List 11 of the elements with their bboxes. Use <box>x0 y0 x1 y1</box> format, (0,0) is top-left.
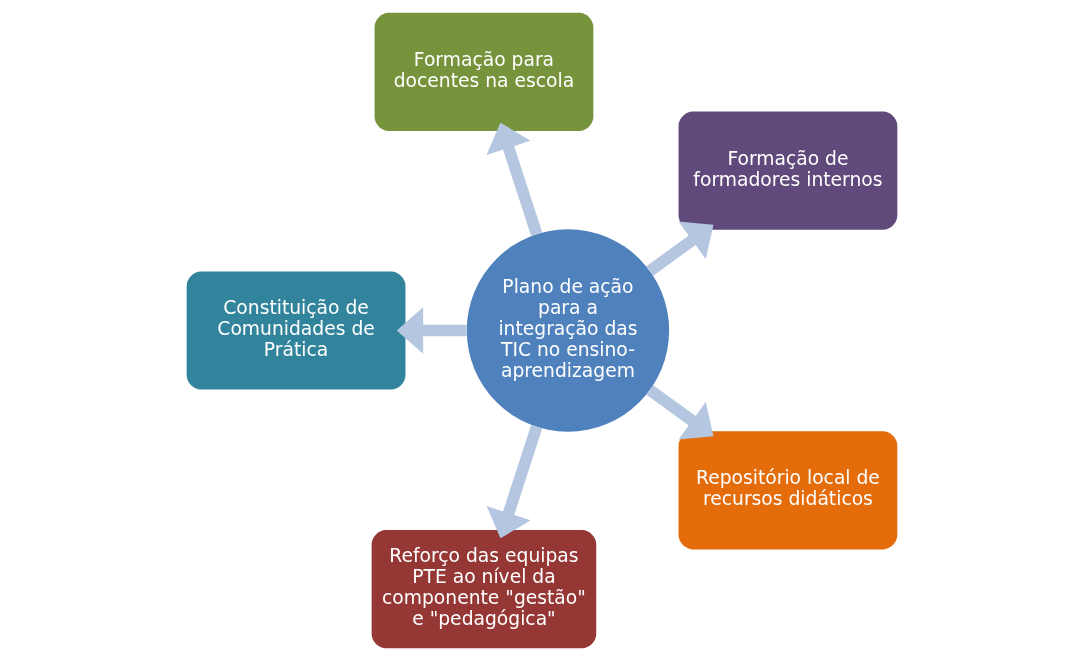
node-box: Repositório local de recursos didáticos <box>678 431 897 550</box>
arrow <box>645 385 713 440</box>
node-box: Formação de formadores internos <box>678 111 897 230</box>
arrow <box>486 122 542 237</box>
node-circle: Plano de ação para a integração das TIC no ensino-aprendizagem <box>466 229 669 432</box>
node-box: Reforço das equipas PTE ao nível da componente "gestão" e "pedagógica" <box>371 530 596 649</box>
arrow <box>396 307 467 354</box>
arrow <box>645 221 713 276</box>
node-box: Formação para docentes na escola <box>374 12 593 131</box>
node-box: Constituição de Comunidades de Prática <box>186 271 405 390</box>
arrow <box>486 424 542 539</box>
